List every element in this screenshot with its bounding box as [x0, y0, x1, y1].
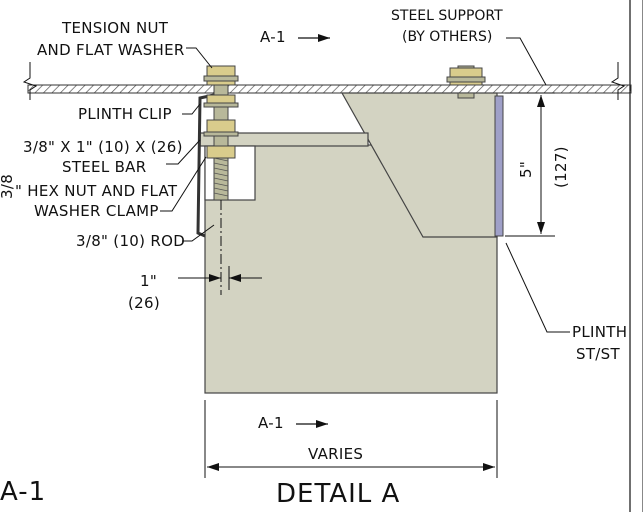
dim-5in-top-arrow — [537, 95, 545, 107]
right-break-line — [610, 62, 626, 100]
varies-label: VARIES — [308, 445, 363, 463]
section-bottom-arrowhead — [316, 420, 328, 428]
plinth-label-1: PLINTH — [572, 323, 627, 341]
plinth-clip-label: PLINTH CLIP — [78, 105, 172, 123]
plinth-leader — [505, 242, 570, 333]
dim-5in-bottom-arrow — [537, 222, 545, 234]
dim-1in-left-arrow — [209, 274, 221, 282]
rod-leader — [182, 224, 215, 242]
side-strip — [494, 95, 504, 237]
tension-nut-left — [203, 65, 239, 86]
bracket-wedge — [340, 92, 498, 238]
varies-left-arrow — [207, 463, 219, 471]
steel-support-leader — [506, 37, 547, 86]
section-top-arrowhead — [318, 34, 330, 42]
hex-nut-label-1: " HEX NUT AND FLAT — [15, 182, 178, 200]
corner-ref-label: A-1 — [0, 477, 46, 507]
steel-support-label-1: STEEL SUPPORT — [391, 8, 503, 24]
hex-nut-leader — [160, 156, 207, 212]
plinth-clip-leader — [182, 103, 201, 115]
tension-nut-right — [446, 65, 486, 99]
detail-title: DETAIL A — [276, 479, 400, 509]
hex-nut-label-2: WASHER CLAMP — [34, 202, 159, 220]
dim-26-label: (26) — [128, 294, 160, 312]
section-bottom-label: A-1 — [258, 414, 284, 432]
steel-bar-label-2: STEEL BAR — [62, 158, 146, 176]
plinth-label-2: ST/ST — [576, 345, 620, 363]
clip-nut-stack — [203, 94, 239, 159]
section-top-label: A-1 — [260, 28, 286, 46]
tension-nut-label-1: TENSION NUT — [61, 19, 169, 37]
steel-support-label-2: (BY OTHERS) — [402, 29, 492, 45]
steel-bar-label-1: 3/8" X 1" (10) X (26) — [23, 138, 183, 156]
hex-nut-fraction: 3/8 — [0, 174, 16, 199]
tension-nut-leader — [186, 47, 213, 69]
varies-right-arrow — [483, 463, 495, 471]
dim-1in-right-arrow — [229, 274, 241, 282]
dim-5in-label: 5" — [517, 161, 535, 178]
dim-1in-label: 1" — [140, 272, 157, 290]
left-break-line — [22, 62, 38, 100]
dim-127-label: (127) — [552, 146, 570, 188]
rod-label: 3/8" (10) ROD — [76, 232, 185, 250]
tension-nut-label-2: AND FLAT WASHER — [37, 41, 185, 59]
steel-bar-leader — [166, 139, 201, 165]
ceiling-slab — [27, 84, 632, 94]
rod-threads — [213, 157, 229, 197]
